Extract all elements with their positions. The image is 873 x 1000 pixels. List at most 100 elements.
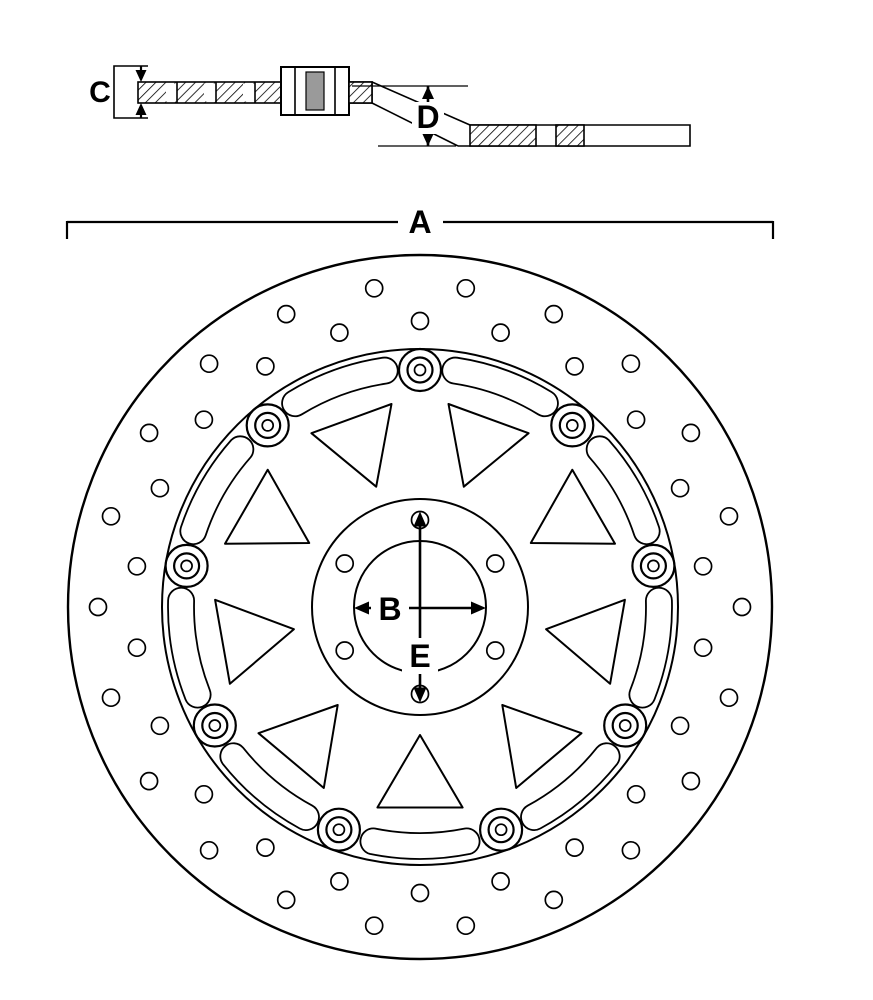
vent-hole: [681, 771, 701, 791]
vent-hole: [276, 890, 296, 910]
rivet: [479, 807, 524, 852]
spoke-cutout: [214, 598, 295, 685]
vent-hole: [456, 278, 476, 298]
vent-hole: [491, 323, 510, 342]
dimension-label-c: C: [89, 76, 111, 109]
bolt-hole: [485, 554, 505, 573]
vent-hole: [101, 688, 121, 708]
spoke-cutout: [310, 403, 393, 488]
dimension-d: D: [352, 85, 468, 147]
spoke-cutout: [447, 403, 530, 488]
vent-hole: [256, 357, 275, 376]
arrowhead-up-icon: [413, 511, 427, 527]
band-slot: [281, 356, 399, 418]
dimension-c: C: [89, 65, 148, 119]
rivet: [245, 403, 290, 448]
band-slot: [441, 356, 559, 418]
vent-hole: [194, 410, 214, 430]
band-slot: [167, 586, 212, 709]
spoke-cutout: [529, 468, 616, 545]
vent-hole: [139, 771, 159, 791]
spoke-cutout: [501, 704, 583, 789]
band-slot: [359, 827, 481, 860]
vent-hole: [621, 840, 641, 860]
vent-hole: [276, 304, 296, 324]
vent-hole: [88, 597, 108, 617]
arrowhead-up-icon: [135, 103, 147, 115]
section-bobbin: [280, 66, 350, 116]
arrowhead-down-icon: [413, 687, 427, 703]
vent-hole: [626, 784, 646, 804]
arrowhead-down-icon: [135, 70, 147, 82]
spoke-cutout: [224, 468, 311, 545]
vent-hole: [626, 410, 646, 430]
dimension-c-bracket: [113, 65, 148, 119]
bolt-hole: [335, 641, 355, 660]
section-hole-gap: [166, 83, 177, 102]
vent-hole: [491, 872, 510, 891]
spoke-cutout: [376, 734, 464, 809]
vent-hole: [199, 840, 219, 860]
vent-hole: [364, 278, 384, 298]
vent-hole: [410, 311, 430, 331]
section-lower-hatch: [555, 124, 585, 147]
dimension-b-label-bg: [371, 590, 409, 626]
rivet: [631, 543, 676, 589]
bolt-hole: [335, 554, 355, 573]
vent-hole: [719, 506, 739, 526]
vent-hole: [127, 556, 147, 576]
section-band-stub: [348, 81, 373, 104]
vent-hole: [693, 556, 713, 576]
arrowhead-right-icon: [471, 601, 486, 615]
arrowhead-left-icon: [354, 601, 369, 615]
bobbin-core: [305, 71, 325, 111]
vent-hole: [681, 423, 701, 443]
vent-hole: [544, 890, 564, 910]
dimension-d-label-bg: [412, 102, 444, 134]
rivet: [397, 347, 443, 393]
vent-hole: [330, 323, 349, 342]
vent-hole: [732, 597, 752, 617]
band-slot: [628, 586, 673, 709]
dimension-label-a: A: [408, 204, 431, 240]
spoke-cutout: [257, 704, 339, 789]
dimension-e-label-bg: [402, 638, 438, 674]
disc-outer-edge: [66, 253, 774, 961]
arrowhead-up-icon: [422, 86, 434, 99]
vent-hole: [565, 838, 584, 857]
spoke-cutout: [545, 598, 626, 685]
vent-hole: [330, 872, 349, 891]
band-slot: [585, 435, 661, 546]
hub-outer-edge: [311, 498, 529, 716]
vent-hole: [719, 688, 739, 708]
vent-hole: [127, 638, 147, 658]
vent-hole: [621, 354, 641, 374]
dimension-label-d: D: [416, 99, 439, 135]
section-hole-gap: [243, 83, 255, 102]
vent-hole: [256, 838, 275, 857]
rivet: [603, 703, 648, 748]
arrowhead-down-icon: [422, 133, 434, 146]
vent-hole: [670, 478, 690, 498]
vent-hole: [139, 423, 159, 443]
spoke-cutouts: [214, 403, 626, 809]
rivet: [550, 403, 595, 448]
bobbin-body: [294, 66, 336, 116]
vent-hole: [544, 304, 564, 324]
band-slot: [219, 742, 320, 831]
rivet: [192, 703, 237, 748]
dimension-label-b: B: [378, 591, 401, 627]
carrier-slots: [167, 356, 673, 860]
vent-hole: [670, 716, 690, 736]
bolt-hole: [485, 641, 505, 660]
vent-hole: [410, 883, 430, 903]
vent-hole: [150, 716, 170, 736]
vent-hole: [364, 916, 384, 936]
section-hole-gap: [204, 83, 216, 102]
vent-hole: [456, 916, 476, 936]
dimension-b: B: [354, 590, 486, 627]
front-view: A: [65, 204, 775, 961]
vent-hole: [565, 357, 584, 376]
rivet: [164, 543, 209, 589]
vent-hole: [150, 478, 170, 498]
